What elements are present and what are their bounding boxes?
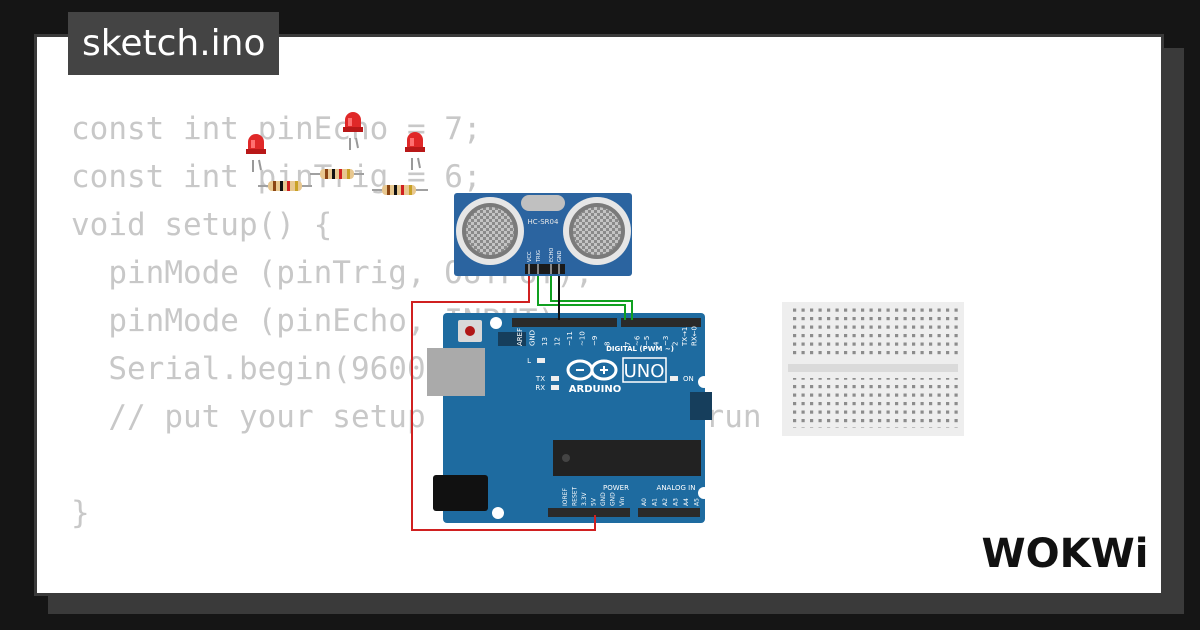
- digital-pin-label: ~6: [634, 335, 642, 346]
- file-tab[interactable]: sketch.ino: [68, 12, 280, 75]
- digital-pin-label: 8: [604, 342, 612, 346]
- digital-pin-label: GND: [529, 330, 537, 346]
- resistor[interactable]: [310, 169, 364, 179]
- led-label: RX: [535, 384, 545, 392]
- code-line: Serial.begin(9600);: [71, 351, 463, 387]
- sensor-pin-label: GND: [557, 250, 563, 262]
- sensor-model-label: HC-SR04: [528, 218, 559, 226]
- power-pin-label: 3.3V: [581, 491, 588, 506]
- led-label: ON: [683, 375, 694, 383]
- analog-pin-label: A1: [652, 498, 659, 506]
- power-pin-label: GND: [600, 492, 607, 506]
- code-line: }: [71, 495, 90, 531]
- digital-header-left: [512, 318, 617, 327]
- digital-pin-label: 12: [554, 337, 562, 346]
- sensor-pin-label: ECHO: [549, 248, 555, 262]
- digital-pin-label: AREF: [516, 328, 524, 346]
- arduino-uno-board[interactable]: UNO ARDUINO DIGITAL (PWM ~) POWER ANALOG…: [427, 313, 712, 523]
- digital-pin-label: 2: [672, 342, 680, 346]
- digital-pin-label: ~9: [591, 336, 599, 346]
- analog-pin-label: A0: [641, 498, 648, 506]
- digital-pin-label: ~5: [643, 336, 651, 346]
- sensor-pin-label: TRIG: [536, 250, 542, 263]
- resistor[interactable]: [258, 181, 312, 191]
- analog-pin-label: A5: [694, 498, 701, 506]
- digital-header-right: [621, 318, 701, 327]
- board-brand-label: ARDUINO: [569, 384, 621, 395]
- analog-header: [638, 508, 700, 517]
- digital-pin-label: ~3: [662, 336, 670, 346]
- wokwi-logo-text: WOKWi: [982, 531, 1149, 577]
- breadboard[interactable]: [782, 302, 964, 436]
- usb-port: [427, 348, 485, 396]
- power-header: [548, 508, 630, 517]
- code-line: void loop() {: [71, 585, 874, 593]
- wire-echo[interactable]: [550, 272, 633, 320]
- analog-pin-label: A4: [683, 498, 690, 506]
- led-label: L: [527, 357, 531, 365]
- wokwi-logo: WOKWi: [982, 531, 1149, 577]
- atmega-chip: [553, 440, 701, 476]
- digital-pin-label: RX←0: [691, 326, 699, 346]
- power-pin-label: Vin: [619, 496, 626, 506]
- power-label: POWER: [603, 484, 629, 492]
- power-pin-label: RESET: [572, 486, 579, 506]
- resistor[interactable]: [372, 185, 428, 195]
- digital-pin-label: TX→1: [681, 327, 689, 347]
- analog-label: ANALOG IN: [657, 484, 696, 492]
- digital-pin-label: ~10: [579, 331, 587, 346]
- power-jack: [433, 475, 488, 511]
- digital-pin-label: 4: [653, 341, 661, 346]
- power-pin-label: 5V: [591, 497, 598, 506]
- digital-pin-label: 13: [541, 337, 549, 346]
- wire-trig[interactable]: [537, 272, 626, 320]
- led[interactable]: [246, 134, 266, 172]
- digital-pin-label: 7: [624, 342, 632, 346]
- power-pin-label: IOREF: [562, 488, 569, 506]
- board-model-label: UNO: [624, 361, 665, 382]
- digital-label: DIGITAL (PWM ~): [606, 345, 674, 353]
- wire-vcc[interactable]: [411, 272, 596, 531]
- code-line: void setup() {: [71, 207, 333, 243]
- led[interactable]: [343, 112, 363, 150]
- sensor-pin-label: VCC: [527, 251, 533, 262]
- digital-pin-label: ~11: [566, 331, 574, 346]
- power-pin-label: GND: [610, 492, 617, 506]
- led-label: TX: [535, 375, 545, 383]
- analog-pin-label: A3: [673, 498, 680, 506]
- led[interactable]: [405, 132, 425, 170]
- analog-pin-label: A2: [662, 498, 669, 506]
